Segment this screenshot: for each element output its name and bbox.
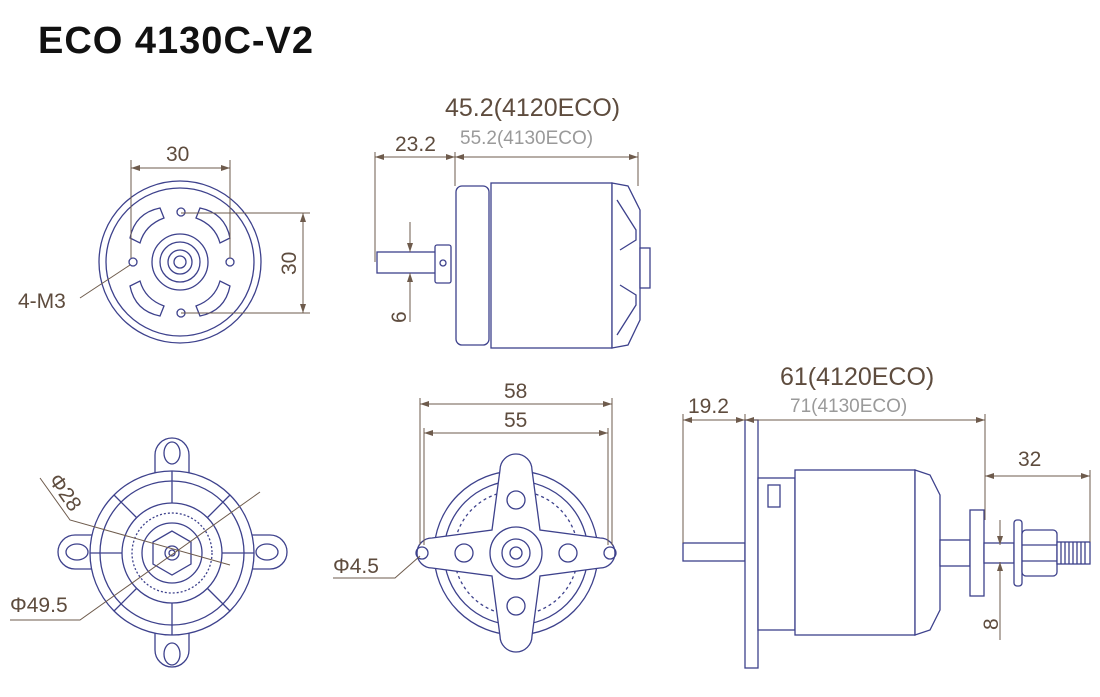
dim-shaft-diameter: 6 xyxy=(388,311,411,323)
product-title: ECO 4130C-V2 xyxy=(38,20,315,62)
cooling-slots xyxy=(129,207,231,317)
dim-assembly-length-4130: 71(4130ECO) xyxy=(790,396,907,417)
side-view: 23.2 45.2(4120ECO) 55.2(4130ECO) 6 xyxy=(374,94,651,349)
dim-prop-shaft-diameter: 8 xyxy=(980,618,1003,630)
dim-front-shaft: 19.2 xyxy=(688,395,729,418)
dim-length-4130: 55.2(4130ECO) xyxy=(460,128,593,149)
mount-holes xyxy=(128,207,235,318)
mount-view: 58 55 Φ4.5 xyxy=(333,380,617,653)
dim-shaft-length: 23.2 xyxy=(395,133,436,156)
dim-outer-diameter: Φ49.5 xyxy=(10,594,68,617)
dim-hole-spacing-h: 30 xyxy=(166,143,189,166)
rear-view: Φ28 Φ49.5 xyxy=(10,437,288,668)
dim-hole-diameter: Φ4.5 xyxy=(333,555,379,578)
dim-mount-width-inner: 55 xyxy=(504,409,527,432)
front-view: 30 30 4-M3 xyxy=(18,143,310,344)
dim-assembly-length-4120: 61(4120ECO) xyxy=(780,363,934,391)
dim-hole-spacing-v: 30 xyxy=(278,252,301,275)
dim-mount-width-outer: 58 xyxy=(504,380,527,403)
holes-label: 4-M3 xyxy=(18,290,66,313)
dim-length-4120: 45.2(4120ECO) xyxy=(445,94,620,122)
dim-prop-shaft: 32 xyxy=(1018,448,1041,471)
assembly-view: 19.2 61(4120ECO) 71(4130ECO) 32 8 xyxy=(682,363,1091,669)
